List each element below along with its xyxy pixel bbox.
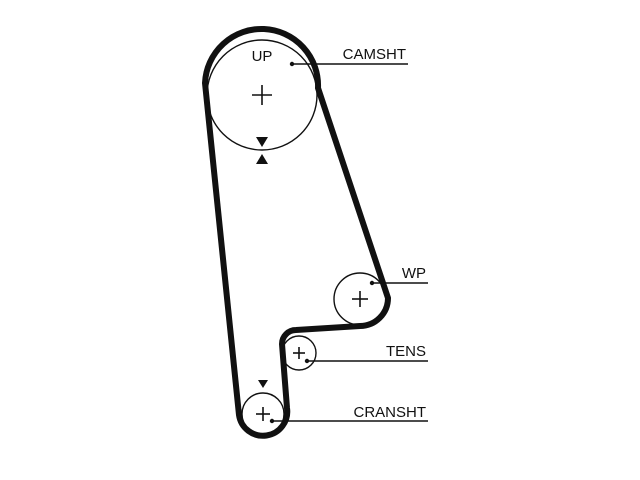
crankshaft-label: CRANSHT: [353, 404, 426, 421]
timing-belt: [202, 25, 391, 439]
camshaft-up-label: UP: [252, 48, 273, 65]
water-pump-pulley: [333, 272, 387, 326]
camshaft-callout: CAMSHT: [289, 46, 408, 67]
water-pump-label: WP: [402, 265, 426, 282]
water-pump-callout: WP: [369, 265, 428, 286]
crankshaft-timing-mark: [258, 380, 268, 388]
tensioner-pulley: [281, 335, 317, 371]
crankshaft-callout: CRANSHT: [269, 404, 428, 424]
camshaft-label: CAMSHT: [343, 46, 406, 63]
crankshaft-pulley: [241, 392, 285, 436]
tensioner-callout: TENS: [304, 343, 428, 364]
camshaft-pulley: [206, 39, 318, 151]
tensioner-label: TENS: [386, 343, 426, 360]
camshaft-timing-mark: [256, 137, 268, 164]
